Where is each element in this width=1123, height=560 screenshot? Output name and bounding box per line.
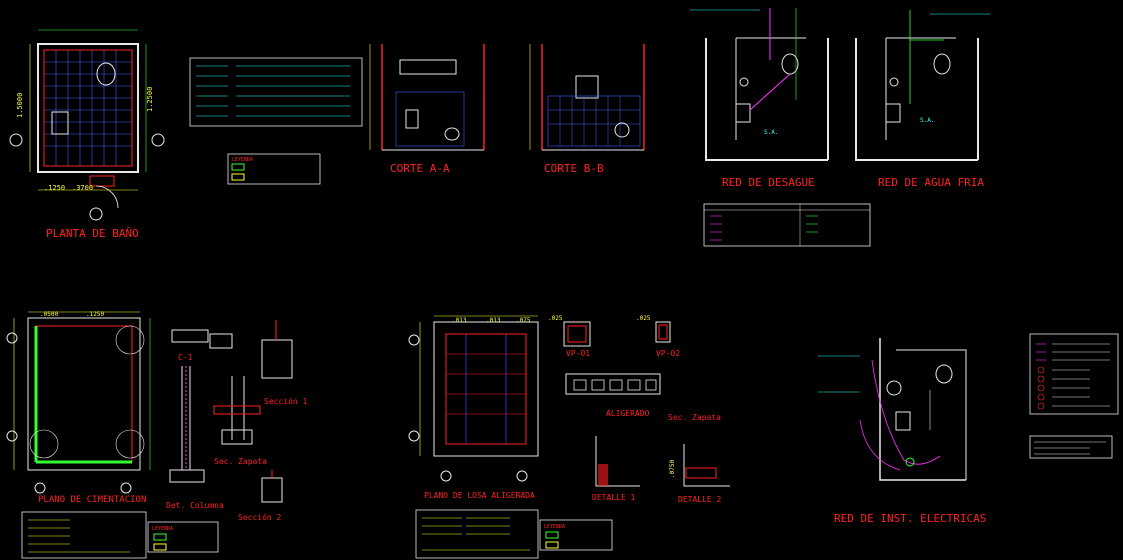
title-c1: C-1 <box>178 353 193 362</box>
title-red-desague: RED DE DESAGUE <box>722 176 815 189</box>
foundation-notes: LEYENDA <box>21 511 219 559</box>
title-detalle-1: DETALLE 1 <box>592 493 636 502</box>
dim-found-1: .0500 <box>40 311 58 318</box>
title-corte-aa: CORTE A-A <box>390 162 450 175</box>
detail-1: DETALLE 1 <box>592 436 640 502</box>
section-2-detail: Sección 2 <box>238 470 283 522</box>
slab-plan: .013 .013 .075 PLANO DE LOSA ALIGERADA <box>408 315 539 500</box>
beam-vp02: .025 VP-02 <box>636 315 680 358</box>
title-vp02: VP-02 <box>656 349 680 358</box>
section-aa: CORTE A-A <box>369 44 485 175</box>
title-sec-zapata-2: Sec. Zapata <box>668 413 721 422</box>
notes-block: LEYENDA <box>189 57 363 185</box>
electrical-legend <box>1029 333 1119 459</box>
section-bb: CORTE B-B <box>529 44 645 175</box>
dim-slab-3: .075 <box>516 317 531 324</box>
dim-slab-1: .013 <box>452 317 467 324</box>
title-red-agua-fria: RED DE AGUA FRIA <box>878 176 984 189</box>
title-vp01: VP-01 <box>566 349 590 358</box>
legend-title-1: LEYENDA <box>232 157 253 163</box>
electrical-network: RED DE INST. ELECTRICAS <box>818 338 986 525</box>
title-sec-zapata-1: Sec. Zapata <box>214 457 267 466</box>
title-seccion-1: Sección 1 <box>264 396 308 406</box>
cold-water-network: S.A. RED DE AGUA FRIA <box>855 10 990 189</box>
title-aligerado: ALIGERADO <box>606 409 650 418</box>
title-red-electricas: RED DE INST. ELECTRICAS <box>834 512 986 525</box>
title-plano-losa: PLANO DE LOSA ALIGERADA <box>424 491 535 500</box>
beam-vp01: .025 VP-01 <box>548 315 591 358</box>
dim-1250: 1.2500 <box>146 87 154 112</box>
dim-1500: 1.5000 <box>16 93 24 118</box>
drainage-network: S.A. RED DE DESAGUE <box>690 8 829 189</box>
plumbing-legend-table <box>703 203 871 247</box>
sa-label-1: S.A. <box>764 129 778 136</box>
title-seccion-2: Sección 2 <box>238 512 282 522</box>
dim-detail-2: .0750 <box>669 460 676 478</box>
title-plano-cimentacion: PLANO DE CIMENTACION <box>38 495 146 505</box>
title-detalle-2: DETALLE 2 <box>678 495 722 504</box>
footing-section: Sec. Zapata <box>213 376 267 466</box>
dim-0370: .3700 <box>72 184 93 192</box>
detail-2: .0750 DETALLE 2 <box>669 444 730 504</box>
title-planta-bano: PLANTA DE BAÑO <box>46 227 139 240</box>
slab-notes: LEYENDA <box>415 509 613 559</box>
dim-vp02: .025 <box>636 315 651 322</box>
dim-vp01: .025 <box>548 315 563 322</box>
title-columna: Det. Columna <box>166 501 224 510</box>
legend-title-3: LEYENDA <box>544 524 565 530</box>
dim-0125: .1250 <box>44 184 65 192</box>
aligerado-section: ALIGERADO Sec. Zapata <box>565 373 721 422</box>
sa-label-2: S.A. <box>920 117 934 124</box>
foundation-plan: .0500 .1250 PLANO DE CIMENTACION <box>6 311 151 505</box>
section-1-detail: Sección 1 <box>261 320 308 406</box>
title-corte-bb: CORTE B-B <box>544 162 604 175</box>
dim-slab-2: .013 <box>486 317 501 324</box>
bathroom-plan: 1.5000 1.2500 .1250 .3700 PLANTA DE BAÑO <box>9 29 165 240</box>
dim-found-2: .1250 <box>86 311 104 318</box>
column-detail: C-1 Det. Columna <box>166 329 233 510</box>
legend-title-2: LEYENDA <box>152 526 173 532</box>
